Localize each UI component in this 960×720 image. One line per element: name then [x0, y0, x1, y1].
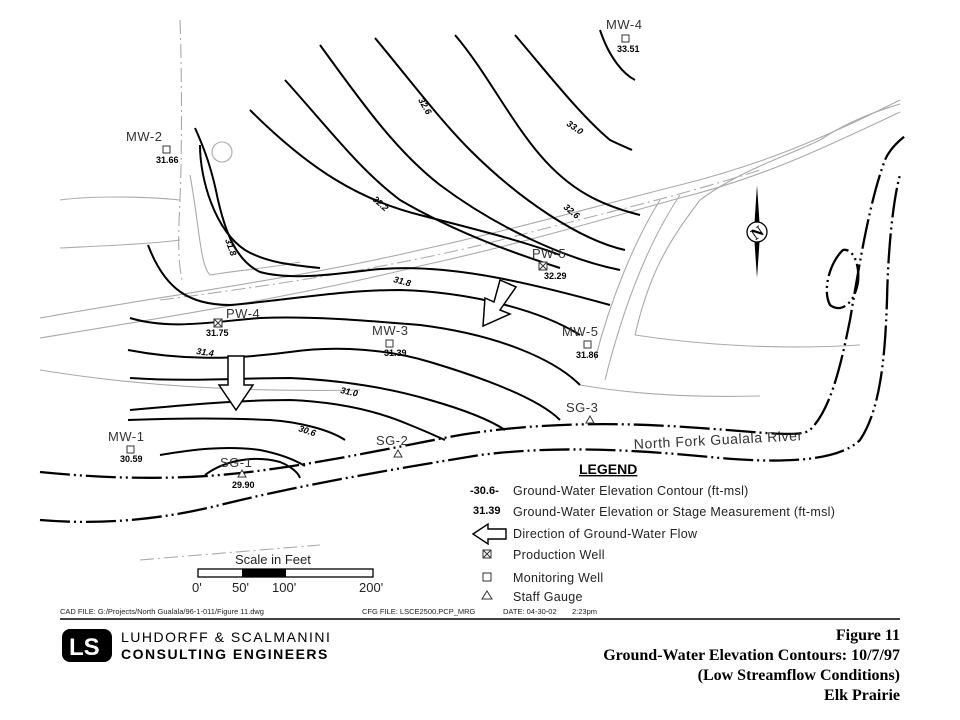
- wells: MW-4 33.51 MW-2 31.66 PW-5 32.29 PW-4 31…: [108, 17, 642, 490]
- river-label: North Fork Gualala River: [633, 427, 803, 452]
- well-value: 32.29: [544, 271, 567, 281]
- well-value: 31.86: [576, 350, 599, 360]
- production-well-icon: [482, 549, 492, 559]
- well-name: SG-1: [220, 455, 252, 470]
- contour-label: 31.0: [340, 385, 359, 398]
- flow-arrow-icon: [482, 278, 518, 328]
- staff-gauge-icon: [237, 468, 247, 478]
- contour-label: 31.8: [223, 237, 238, 257]
- contour-label: 32.6: [416, 96, 434, 117]
- figure-title-block: Figure 11 Ground-Water Elevation Contour…: [603, 627, 900, 704]
- cfg-file: CFG FILE: LSCE2500.PCP_MRG: [362, 607, 476, 616]
- scale-tick-label: 200': [359, 580, 383, 595]
- well-name: MW-4: [606, 17, 642, 32]
- legend-item-label: Ground-Water Elevation Contour (ft-msl): [513, 484, 749, 498]
- figure-title: Ground-Water Elevation Contours: 10/7/97: [603, 647, 900, 664]
- legend-item-label: Monitoring Well: [513, 571, 603, 585]
- flow-arrows: [217, 278, 518, 412]
- scale-tick-label: 100': [272, 580, 296, 595]
- legend-title: LEGEND: [579, 461, 637, 477]
- river-banks: [39, 135, 906, 523]
- well-value: 29.90: [232, 480, 255, 490]
- well-value: 33.51: [617, 44, 640, 54]
- company-subtitle: CONSULTING ENGINEERS: [121, 646, 329, 662]
- monitoring-well-icon: [162, 145, 171, 154]
- monitoring-well-icon: [482, 572, 492, 582]
- monitoring-well-icon: [621, 34, 630, 43]
- figure-number: Figure 11: [836, 627, 900, 644]
- monitoring-well-icon: [583, 340, 592, 349]
- scale-title: Scale in Feet: [235, 552, 311, 567]
- contour-label: 30.6: [297, 423, 318, 438]
- file-info: CAD FILE: G:/Projects/North Gualala/96-1…: [60, 607, 900, 620]
- figure-location: Elk Prairie: [824, 687, 900, 704]
- well-value: 31.75: [206, 328, 229, 338]
- legend-item-label: Direction of Ground-Water Flow: [513, 527, 698, 541]
- legend-value-symbol: 31.39: [473, 505, 501, 517]
- well-name: MW-1: [108, 429, 144, 444]
- north-arrow-icon: N: [746, 185, 768, 278]
- contour-labels: 33.0 32.6 32.6 32.2 31.8 31.8 31.4 31.0 …: [196, 96, 585, 439]
- production-well-icon: [538, 261, 548, 271]
- monitoring-well-icon: [385, 339, 394, 348]
- well-name: PW-5: [532, 246, 566, 261]
- figure-subtitle: (Low Streamflow Conditions): [698, 667, 900, 684]
- contour-lines: [127, 29, 641, 479]
- monitoring-well-icon: [126, 445, 135, 454]
- well-value: 31.66: [156, 155, 179, 165]
- well-name: MW-2: [126, 129, 162, 144]
- well-name: MW-3: [372, 323, 408, 338]
- road-lines: [39, 19, 901, 561]
- well-name: SG-2: [376, 433, 408, 448]
- production-well-icon: [213, 318, 223, 328]
- well-name: PW-4: [226, 306, 260, 321]
- company-name: LUHDORFF & SCALMANINI: [121, 629, 331, 645]
- staff-gauge-icon: [585, 414, 595, 424]
- contour-label: 33.0: [565, 118, 585, 136]
- well-name: SG-3: [566, 400, 598, 415]
- cad-file: CAD FILE: G:/Projects/North Gualala/96-1…: [60, 607, 264, 616]
- legend-contour-symbol: -30.6-: [470, 485, 499, 497]
- contour-label: 31.8: [392, 274, 412, 288]
- contour-label: 31.4: [196, 346, 215, 358]
- contour-label: 32.2: [371, 194, 391, 213]
- staff-gauge-icon: [393, 448, 403, 458]
- legend-item-label: Ground-Water Elevation or Stage Measurem…: [513, 505, 835, 519]
- flow-arrow-icon: [471, 522, 507, 546]
- company-logo: LS LUHDORFF & SCALMANINI CONSULTING ENGI…: [62, 629, 331, 662]
- legend-item-label: Staff Gauge: [513, 590, 583, 604]
- plot-time: 2:23pm: [572, 607, 597, 616]
- legend: LEGEND -30.6- Ground-Water Elevation Con…: [470, 461, 835, 604]
- contour-label: 32.6: [562, 202, 583, 222]
- legend-item-label: Production Well: [513, 548, 605, 562]
- logo-initials: LS: [69, 634, 100, 661]
- well-value: 30.59: [120, 454, 143, 464]
- scale-tick-label: 0': [192, 580, 202, 595]
- flow-arrow-icon: [217, 355, 255, 412]
- staff-gauge-icon: [481, 590, 493, 600]
- scale-bar: Scale in Feet 0' 50' 100' 200': [192, 552, 383, 595]
- plot-date: DATE: 04-30-02: [503, 607, 557, 616]
- well-name: MW-5: [562, 324, 598, 339]
- well-value: 31.39: [384, 348, 407, 358]
- scale-tick-label: 50': [232, 580, 249, 595]
